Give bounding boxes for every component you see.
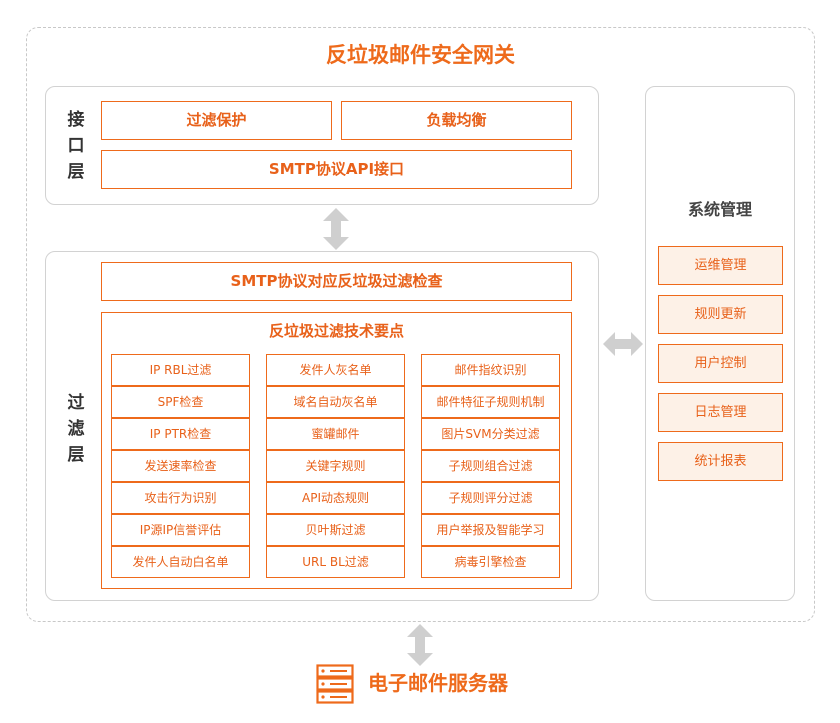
tech-point-item: 病毒引擎检查 — [421, 546, 560, 578]
tech-point-item: SPF检查 — [111, 386, 250, 418]
tech-point-item: 图片SVM分类过滤 — [421, 418, 560, 450]
tech-point-item: 关键字规则 — [266, 450, 405, 482]
tech-point-item: 用户举报及智能学习 — [421, 514, 560, 546]
tech-point-item: URL BL过滤 — [266, 546, 405, 578]
gateway-frame — [26, 27, 815, 622]
tech-point-item: 贝叶斯过滤 — [266, 514, 405, 546]
tech-point-item: 子规则评分过滤 — [421, 482, 560, 514]
system-management-item: 日志管理 — [658, 393, 783, 432]
system-management-item: 用户控制 — [658, 344, 783, 383]
load-balancing-box: 负载均衡 — [341, 101, 572, 140]
system-management-item: 统计报表 — [658, 442, 783, 481]
server-icon — [316, 664, 354, 704]
smtp-api-box: SMTP协议API接口 — [101, 150, 572, 189]
system-management-item: 运维管理 — [658, 246, 783, 285]
tech-point-item: IP PTR检查 — [111, 418, 250, 450]
gateway-title: 反垃圾邮件安全网关 — [326, 43, 515, 67]
vertical-double-arrow-upper — [323, 208, 349, 250]
system-management-item: 规则更新 — [658, 295, 783, 334]
tech-point-item: 邮件特征子规则机制 — [421, 386, 560, 418]
interface-layer-label: 接口层 — [67, 110, 85, 182]
vertical-double-arrow-lower — [407, 624, 433, 666]
filter-protection-box: 过滤保护 — [101, 101, 332, 140]
email-server-label: 电子邮件服务器 — [368, 671, 508, 695]
tech-point-item: 蜜罐邮件 — [266, 418, 405, 450]
tech-point-item: 邮件指纹识别 — [421, 354, 560, 386]
tech-point-item: 发件人自动白名单 — [111, 546, 250, 578]
tech-point-item: 发送速率检查 — [111, 450, 250, 482]
tech-point-item: 攻击行为识别 — [111, 482, 250, 514]
tech-point-item: 发件人灰名单 — [266, 354, 405, 386]
filter-layer-label: 过滤层 — [67, 393, 85, 465]
tech-points-box — [101, 312, 572, 589]
tech-point-item: API动态规则 — [266, 482, 405, 514]
tech-points-title: 反垃圾过滤技术要点 — [268, 322, 404, 340]
tech-point-item: IP源IP信誉评估 — [111, 514, 250, 546]
horizontal-double-arrow — [603, 332, 643, 356]
tech-point-item: IP RBL过滤 — [111, 354, 250, 386]
system-management-panel — [645, 86, 795, 601]
smtp-antispam-check-box: SMTP协议对应反垃圾过滤检查 — [101, 262, 572, 301]
tech-point-item: 子规则组合过滤 — [421, 450, 560, 482]
system-management-title: 系统管理 — [687, 200, 752, 219]
tech-point-item: 域名自动灰名单 — [266, 386, 405, 418]
